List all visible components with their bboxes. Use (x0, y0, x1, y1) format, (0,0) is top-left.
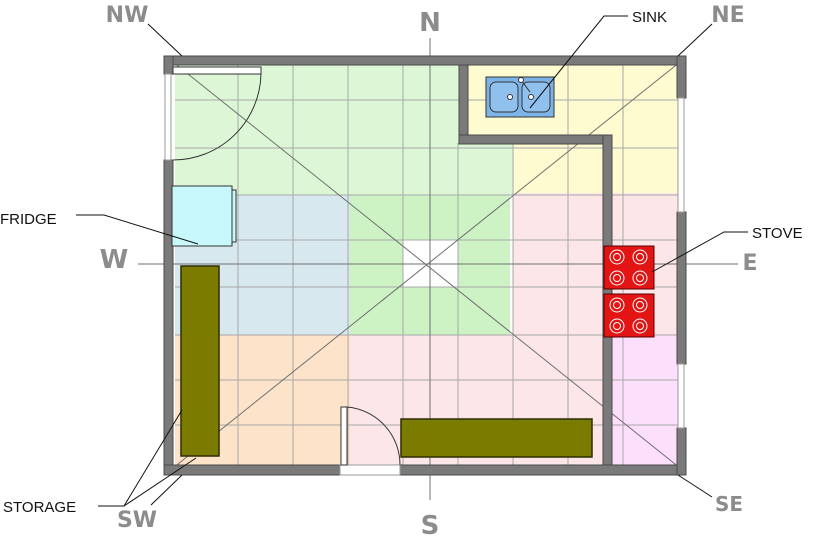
stove-burner (609, 249, 625, 265)
stove-burner (636, 253, 644, 261)
compass-sw-tick (150, 474, 183, 506)
wall-top (163, 55, 687, 66)
zone-north-green-lower (460, 143, 513, 195)
sink-leader (529, 15, 628, 109)
door-northwest (172, 66, 262, 161)
partition-horizontal (458, 134, 613, 145)
compass-northwest: NW (106, 3, 149, 28)
sink-label: SINK (632, 9, 667, 26)
wall-left-upper (163, 55, 174, 75)
sink-faucet-head (518, 77, 524, 83)
compass-se-tick (677, 474, 713, 498)
fridge-handle (231, 189, 237, 243)
wall-right-top (676, 55, 687, 99)
door-south (339, 406, 401, 476)
storage-cabinet-south (400, 418, 593, 458)
stove-burner (636, 274, 644, 282)
window-west-door-gap (164, 73, 172, 161)
storage-label: STORAGE (3, 499, 76, 516)
sink-drain-left (507, 94, 513, 100)
wall-right-middle (676, 211, 687, 365)
door-leaf (172, 66, 262, 75)
fridge-label: FRIDGE (0, 211, 57, 228)
door-swing-arc (346, 406, 401, 466)
compass-south: S (421, 511, 440, 536)
sink-drain-right (528, 94, 534, 100)
stove-burner (632, 297, 648, 313)
compass-southeast: SE (715, 492, 743, 516)
stove-burner (613, 274, 621, 282)
stove-burner (636, 322, 644, 330)
grid (175, 65, 678, 465)
door-leaf (340, 406, 348, 466)
stove-burner (613, 322, 621, 330)
storage-cabinet-west (180, 265, 220, 457)
stove-burner (609, 270, 625, 286)
wall-bottom-right (399, 464, 687, 476)
windows (164, 73, 685, 429)
compass-northeast: NE (711, 3, 744, 28)
stove-burner (609, 318, 625, 334)
stove-burner (613, 301, 621, 309)
stove-burner (632, 249, 648, 265)
sink (485, 76, 555, 118)
compass-ne-tick (677, 23, 713, 57)
wall-right-bottom (676, 427, 687, 476)
door-swing-arc (172, 73, 262, 161)
compass-nw-tick (147, 23, 183, 57)
compass-west: W (100, 245, 129, 275)
window-east-lower (677, 363, 685, 429)
callout-leaders (76, 15, 748, 507)
stove-burner (609, 297, 625, 313)
partition-vertical-left (458, 64, 469, 144)
stove-label: STOVE (752, 225, 803, 242)
fridge-leader (76, 214, 199, 245)
zone-southeast-violet (603, 335, 678, 465)
wall-bottom-left (163, 464, 341, 476)
window-east-upper (677, 97, 685, 213)
sink-bowl-left (489, 81, 519, 113)
stove (603, 245, 655, 338)
compass-southwest: SW (117, 508, 157, 533)
fridge-body (171, 185, 233, 247)
compass-east: E (742, 251, 757, 276)
diagonal-ne-sw (167, 57, 686, 473)
door-gap (339, 464, 401, 476)
stove-burner (613, 253, 621, 261)
stove-burner (632, 318, 648, 334)
storage-leader-2 (123, 457, 197, 507)
compass-north: N (419, 8, 441, 38)
storage (180, 265, 593, 458)
stove-burner (636, 301, 644, 309)
sink-bowl-right (521, 81, 551, 113)
stove-burner (632, 270, 648, 286)
fridge (171, 185, 237, 247)
stove-leader (651, 231, 748, 273)
